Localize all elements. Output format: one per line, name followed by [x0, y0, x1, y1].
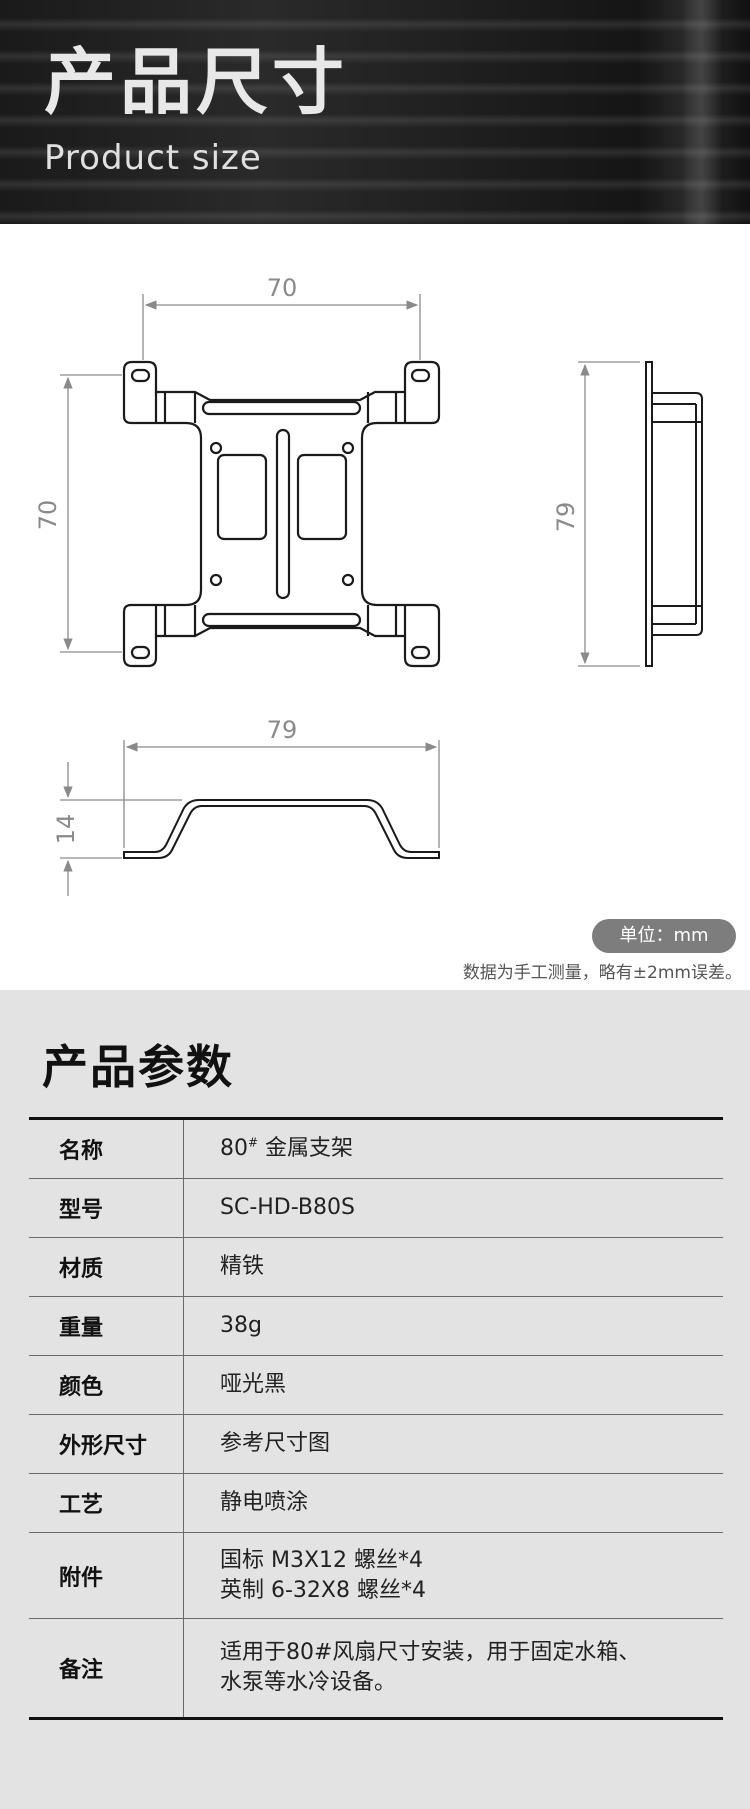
- row-value: SC-HD-B80S: [184, 1179, 723, 1237]
- side-view-bracket: [645, 361, 703, 667]
- banner-subtitle: Product size: [44, 138, 262, 178]
- header-banner: 产品尺寸 Product size: [0, 0, 750, 224]
- value-line: 国标 M3X12 螺丝*4: [220, 1547, 424, 1573]
- drawing-svg: 70 70 79: [34, 274, 703, 896]
- row-key: 附件: [29, 1533, 184, 1618]
- value-line: 38g: [220, 1313, 262, 1339]
- row-key: 工艺: [29, 1474, 184, 1532]
- front-width-label: 79: [267, 716, 298, 744]
- table-row: 附件 国标 M3X12 螺丝*4 英制 6-32X8 螺丝*4: [29, 1533, 723, 1619]
- row-value: 适用于80#风扇尺寸安装，用于固定水箱、 水泵等水冷设备。: [184, 1619, 723, 1717]
- dimension-drawing: 70 70 79: [0, 224, 750, 990]
- params-table: 名称 80# 金属支架 型号 SC-HD-B80S 材质 精铁 重量 38g 颜…: [29, 1117, 723, 1720]
- value-line: 水泵等水冷设备。: [220, 1670, 397, 1695]
- value-text: 金属支架: [258, 1136, 354, 1162]
- row-value: 38g: [184, 1297, 723, 1355]
- value-line: 适用于80#风扇尺寸安装，用于固定水箱、: [220, 1640, 641, 1666]
- row-key: 外形尺寸: [29, 1415, 184, 1473]
- banner-title: 产品尺寸: [44, 40, 349, 124]
- front-height-label: 14: [52, 814, 80, 845]
- value-line: 哑光黑: [220, 1372, 287, 1398]
- row-key: 材质: [29, 1238, 184, 1296]
- table-row: 名称 80# 金属支架: [29, 1120, 723, 1179]
- table-row: 外形尺寸 参考尺寸图: [29, 1415, 723, 1474]
- value-line: 英制 6-32X8 螺丝*4: [220, 1577, 426, 1603]
- banner-decor: [682, 0, 722, 224]
- row-value: 国标 M3X12 螺丝*4 英制 6-32X8 螺丝*4: [184, 1533, 723, 1618]
- value-symbol: #: [248, 1135, 259, 1150]
- table-row: 型号 SC-HD-B80S: [29, 1179, 723, 1238]
- row-key: 型号: [29, 1179, 184, 1237]
- params-title: 产品参数: [42, 1040, 234, 1094]
- top-view-dimensions: [60, 294, 421, 653]
- row-key: 名称: [29, 1120, 184, 1178]
- row-value: 参考尺寸图: [184, 1415, 723, 1473]
- row-value: 80# 金属支架: [184, 1120, 723, 1178]
- row-key: 颜色: [29, 1356, 184, 1414]
- row-value: 静电喷涂: [184, 1474, 723, 1532]
- side-view-dimensions: [578, 361, 640, 667]
- value-line: SC-HD-B80S: [220, 1195, 355, 1221]
- row-value: 精铁: [184, 1238, 723, 1296]
- front-view-bracket: [123, 799, 440, 859]
- top-view-bracket: [122, 360, 441, 668]
- table-row: 重量 38g: [29, 1297, 723, 1356]
- value-line: 静电喷涂: [220, 1490, 309, 1516]
- value-line: 参考尺寸图: [220, 1431, 331, 1457]
- front-view-dimensions: [60, 740, 440, 896]
- value-number: 80: [220, 1136, 248, 1162]
- row-key: 重量: [29, 1297, 184, 1355]
- measurement-note: 数据为手工测量，略有±2mm误差。: [462, 963, 742, 983]
- table-row: 备注 适用于80#风扇尺寸安装，用于固定水箱、 水泵等水冷设备。: [29, 1619, 723, 1717]
- row-key: 备注: [29, 1619, 184, 1717]
- value-line: 精铁: [220, 1254, 265, 1280]
- row-value: 哑光黑: [184, 1356, 723, 1414]
- side-height-label: 79: [552, 502, 580, 533]
- table-row: 工艺 静电喷涂: [29, 1474, 723, 1533]
- top-height-label: 70: [34, 500, 62, 531]
- unit-badge: 单位：mm: [592, 919, 736, 953]
- table-row: 材质 精铁: [29, 1238, 723, 1297]
- top-width-label: 70: [267, 274, 298, 302]
- table-row: 颜色 哑光黑: [29, 1356, 723, 1415]
